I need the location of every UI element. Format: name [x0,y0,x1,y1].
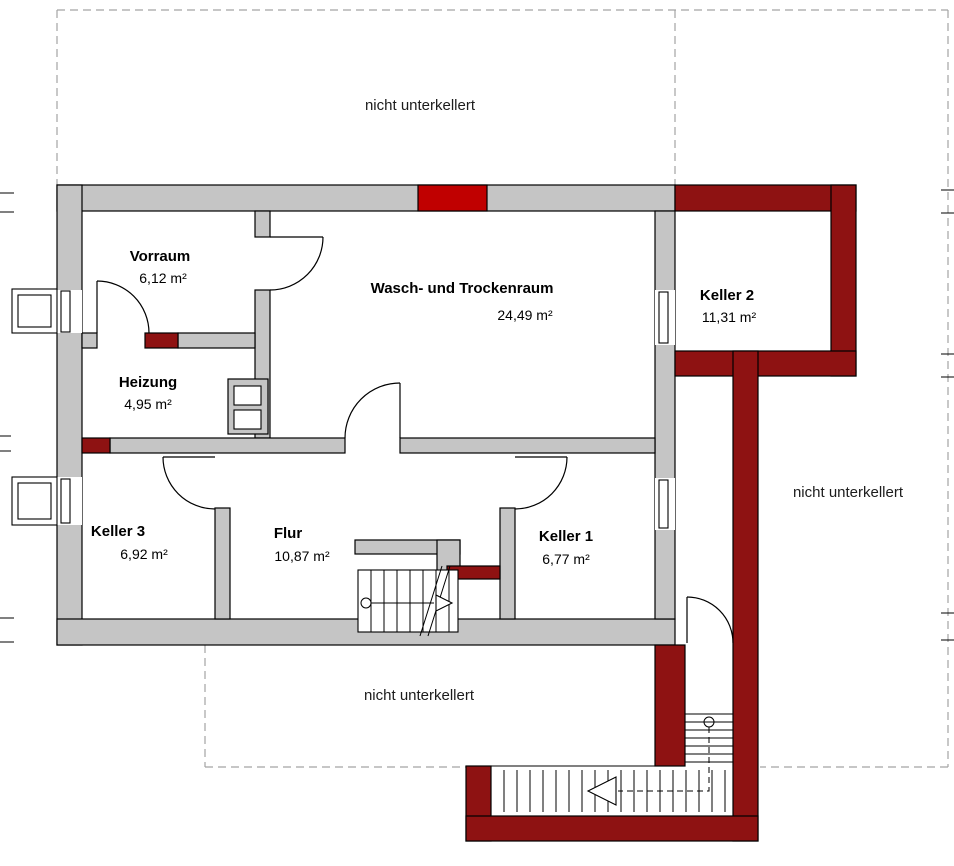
door-cellar-entry [686,596,734,644]
keller2-wall-right [830,184,857,377]
exterior-stairs [491,713,733,812]
chimney-flue-top [233,385,262,406]
window-pane-keller1 [658,479,669,529]
walls-new [81,184,857,842]
room-area-keller3: 6,92 m² [120,546,168,562]
door-arc [344,382,401,439]
wall-east-inner [654,210,676,620]
flur-keller1-divider [499,507,516,620]
labels: nicht unterkellert nicht unterkellert ni… [91,97,904,704]
keller2-wall-top [674,184,857,212]
keller2-wall-bottom [674,350,857,377]
door-panel-keller2 [658,291,669,344]
door-arc [162,456,216,510]
new-wall-segment-midwall [81,437,111,454]
stairbox-wall-bottom [465,815,759,842]
room-area-keller2: 11,31 m² [702,309,757,325]
new-wall-patch-top [417,184,488,212]
annotation-bottom: nicht unterkellert [364,687,475,704]
room-area-heizung: 4,95 m² [124,396,172,412]
annotation-top: nicht unterkellert [365,97,476,114]
room-name-heizung: Heizung [119,374,177,391]
room-area-vorraum: 6,12 m² [139,270,187,286]
entry-wall-west [654,644,686,767]
light-well-bottom-inner [17,482,52,520]
midwall-left [109,437,346,454]
door-vorraum-wasch [269,236,324,291]
room-area-flur: 10,87 m² [274,548,330,564]
door-arc [514,456,568,510]
door-arc [269,236,324,291]
door-arc [686,596,734,644]
door-wasch-flur [344,382,401,439]
retaining-wall-east [732,350,759,842]
edge-ticks [0,189,954,643]
walkline-arrow [586,776,617,806]
door-vorraum-heizung [96,280,150,334]
vorraum-wall-stub [254,210,271,238]
door-arc [96,280,150,334]
room-name-keller2: Keller 2 [700,287,754,304]
boundary-lines [56,9,949,768]
vorraum-heizung-wall-left [81,332,98,349]
walkline-dashed [618,727,710,792]
keller3-flur-divider [214,507,231,620]
vorraum-heizung-wall-right [177,332,256,349]
property-boundary-dashed [56,9,949,768]
interior-stairs [357,565,459,637]
door-keller1 [514,456,568,510]
room-name-vorraum: Vorraum [130,248,191,265]
wall-openings [11,288,675,530]
doors [96,236,734,644]
room-name-keller3: Keller 3 [91,523,145,540]
room-name-flur: Flur [274,525,302,542]
door-keller3 [162,456,216,510]
room-area-keller1: 6,77 m² [542,551,590,567]
window-pane-keller3 [60,478,71,524]
light-well-top-inner [17,294,52,328]
window-pane-vorraum [60,290,71,333]
neighbor-wall-ticks [0,189,954,643]
new-wall-segment-divider [144,332,179,349]
wall-left [56,184,83,646]
room-name-wasch: Wasch- und Trockenraum [371,280,554,297]
midwall-right [399,437,656,454]
room-area-wasch: 24,49 m² [497,307,553,323]
chimney-flue-bottom [233,409,262,430]
room-name-keller1: Keller 1 [539,528,593,545]
wall-top [56,184,676,212]
annotation-right: nicht unterkellert [793,484,904,501]
walkline-arrow [435,594,454,612]
